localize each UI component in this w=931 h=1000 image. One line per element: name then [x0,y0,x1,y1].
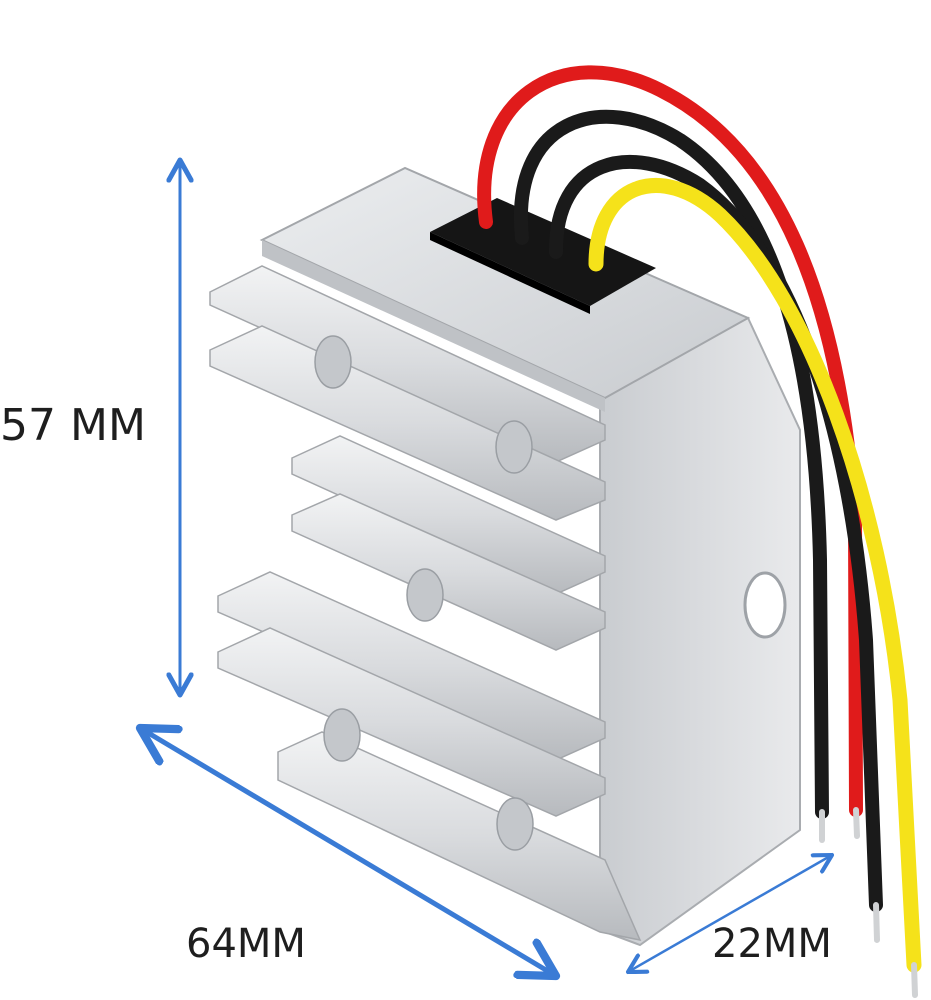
red-wire [477,65,863,817]
mounting-bracket [599,316,801,947]
rivet-icon [323,708,361,762]
mounting-hole-icon [743,571,787,639]
black-wire-2 [548,155,883,912]
rivet-icon [495,420,533,474]
top-plate [259,166,751,412]
height-dimension-label: 57 MM [0,400,146,451]
depth-dimension-label: 22MM [712,921,832,967]
depth-dimension-arrow [628,855,832,972]
wires [477,65,922,998]
rivet-icon [406,568,444,622]
black-wire-1 [513,109,829,819]
rivet-pins [314,335,534,851]
width-dimension-arrow [140,728,556,976]
heatsink-fins [209,265,642,942]
yellow-wire [588,178,922,973]
rivet-icon [496,797,534,851]
rivet-icon [314,335,352,389]
width-dimension-label: 64MM [186,921,306,967]
